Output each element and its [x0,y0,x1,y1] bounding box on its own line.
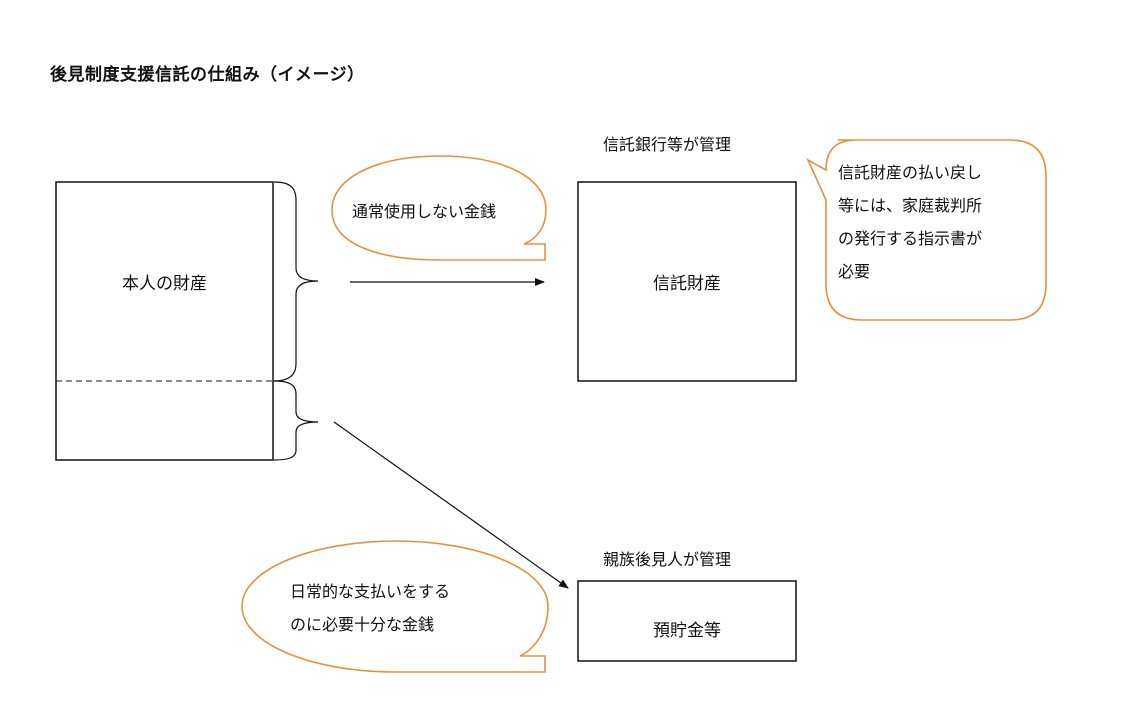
own-property-label: 本人の財産 [122,274,207,294]
deposit-label: 預貯金等 [653,621,721,641]
page-title: 後見制度支援信託の仕組み（イメージ） [50,65,365,85]
trust-note-line: 必要 [838,262,871,281]
trust-manager-label: 信託銀行等が管理 [603,135,732,154]
trust-note-line: 信託財産の払い戻し [838,163,983,182]
own-property-box [55,181,274,461]
daily-money-text: 日常的な支払いをする のに必要十分な金銭 [290,575,450,641]
bubble-unused-money-text: 通常使用しない金銭 [352,202,497,221]
deposit-box [577,580,797,662]
upper-brace [273,181,319,382]
bubble-daily-money [241,540,549,673]
bubble-trust-note [806,139,1047,321]
lower-brace [273,380,319,461]
trust-note-line: 等には、家庭裁判所 [838,196,983,215]
arrow-to-deposit [333,421,569,589]
trust-property-box [577,181,797,382]
bubble-unused-money [331,155,547,261]
daily-money-line: のに必要十分な金銭 [290,615,435,634]
deposit-manager-label: 親族後見人が管理 [603,550,732,569]
trust-note-line: の発行する指示書が [838,229,983,248]
trust-property-label: 信託財産 [653,274,721,294]
daily-money-line: 日常的な支払いをする [290,582,451,601]
trust-note-text: 信託財産の払い戻し 等には、家庭裁判所 の発行する指示書が 必要 [838,156,982,288]
